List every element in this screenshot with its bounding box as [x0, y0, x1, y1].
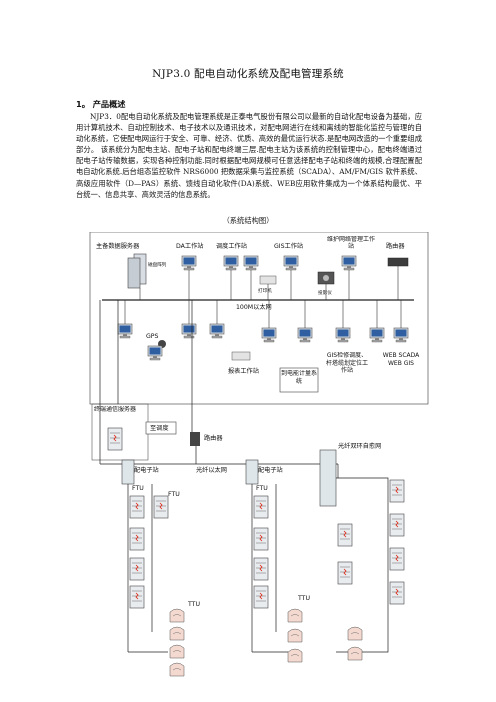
printer-label: 打印机 [258, 287, 272, 294]
ttu-icon [287, 608, 303, 623]
workstation-icon [297, 327, 313, 343]
substation-left-label: 配电子站 [134, 466, 159, 474]
workstation-icon [261, 327, 277, 343]
printer-icon [259, 275, 277, 285]
workstation-icon [369, 327, 385, 343]
report-printer-icon [231, 351, 251, 361]
ftu-icon [253, 557, 269, 581]
ftu-icon [337, 561, 353, 585]
ftu-icon [389, 513, 405, 537]
ftu-label: FTU [256, 485, 268, 492]
maintenance-workstation-icon [341, 255, 357, 271]
ttu-label: TTU [187, 601, 200, 608]
workstation-icon [335, 327, 351, 343]
report-workstation-label: 报表工作站 [228, 367, 259, 375]
gis-maintenance-label: GIS检修调度、杆塔缆划定位工作站 [326, 352, 368, 374]
dispatch-workstation-icon [243, 255, 259, 271]
overview-paragraph: NJP3．0配电自动化系统及配电管理系统是正泰电气股份有限公司以最新的自动化配电… [76, 112, 422, 199]
substation-cabinet-icon [121, 459, 135, 485]
dispatch-workstation-icon [223, 255, 239, 271]
main-server-label: 主备数据服务器 [96, 242, 140, 250]
to-dispatch-label: 至调度 [150, 424, 169, 432]
da-workstation-label: DA工作站 [176, 242, 203, 250]
fiber-ethernet-label: 光纤以太网 [196, 466, 227, 474]
ttu-icon [169, 626, 185, 641]
router-icon [387, 257, 409, 267]
server-icon [127, 253, 147, 289]
ethernet-label: 100M以太网 [236, 303, 272, 311]
dispatch-workstation-label: 调度工作站 [216, 242, 247, 250]
comm-server-label: 终端通信服务器 [94, 406, 137, 413]
main-station-frame [89, 232, 429, 405]
substation-cabinet-icon [319, 449, 337, 507]
ftu-icon [389, 479, 405, 503]
ftu-icon [153, 495, 169, 519]
ftu-icon [337, 523, 353, 547]
ftu-icon [253, 495, 269, 519]
ttu-icon [347, 626, 363, 641]
substation-cabinet-icon [245, 459, 259, 485]
ttu-icon [347, 646, 363, 661]
workstation-icon [181, 323, 197, 339]
da-workstation-icon [181, 255, 197, 271]
maintenance-workstation-label: 维护网络管理工作站 [326, 236, 375, 250]
ftu-icon [129, 557, 145, 581]
ttu-icon [169, 608, 185, 623]
gps-label: GPS [146, 333, 159, 340]
system-architecture-diagram: 主备数据服务器 DA工作站 调度工作站 GIS工作站 维护网络管理工作站 路由器… [88, 232, 432, 684]
ftu-icon [389, 581, 405, 605]
ttu-label: TTU [297, 595, 310, 602]
projector-label: 投影仪 [318, 289, 332, 296]
router-icon [190, 432, 200, 446]
ftu-icon [253, 585, 269, 609]
top-router-label: 路由器 [386, 242, 405, 250]
comm-server-icon [107, 427, 123, 451]
workstation-icon [147, 345, 163, 361]
figure-caption: （系统结构图） [222, 216, 274, 225]
ttu-icon [169, 662, 185, 677]
disk-array-label: 磁盘阵列 [148, 261, 167, 268]
document-title: NJP3.0 配电自动化系统及配电管理系统 [152, 68, 344, 80]
ttu-icon [287, 648, 303, 663]
ftu-icon [129, 527, 145, 551]
substation-right-label: 配电子站 [258, 466, 283, 474]
workstation-icon [393, 327, 409, 343]
web-scada-gis-label: WEB SCADA WEB GIS [382, 352, 420, 367]
router-label: 路由器 [204, 434, 223, 442]
gis-workstation-label: GIS工作站 [274, 242, 303, 250]
ttu-icon [169, 644, 185, 659]
ftu-icon [253, 527, 269, 551]
workstation-icon [209, 323, 225, 339]
fiber-ring-label: 光纤双环自愈网 [338, 442, 381, 450]
metering-system-label: 到电能计量系统 [280, 370, 317, 385]
ttu-icon [287, 628, 303, 643]
ftu-label: FTU [132, 485, 144, 492]
ftu-icon [389, 547, 405, 571]
ftu-icon [129, 495, 145, 519]
ftu-label: FTU [168, 491, 180, 498]
ftu-icon [129, 585, 145, 609]
gis-workstation-icon [283, 255, 299, 271]
workstation-icon [117, 323, 133, 339]
projector-icon [317, 271, 335, 285]
section-heading: 1。 产品概述 [76, 99, 126, 109]
